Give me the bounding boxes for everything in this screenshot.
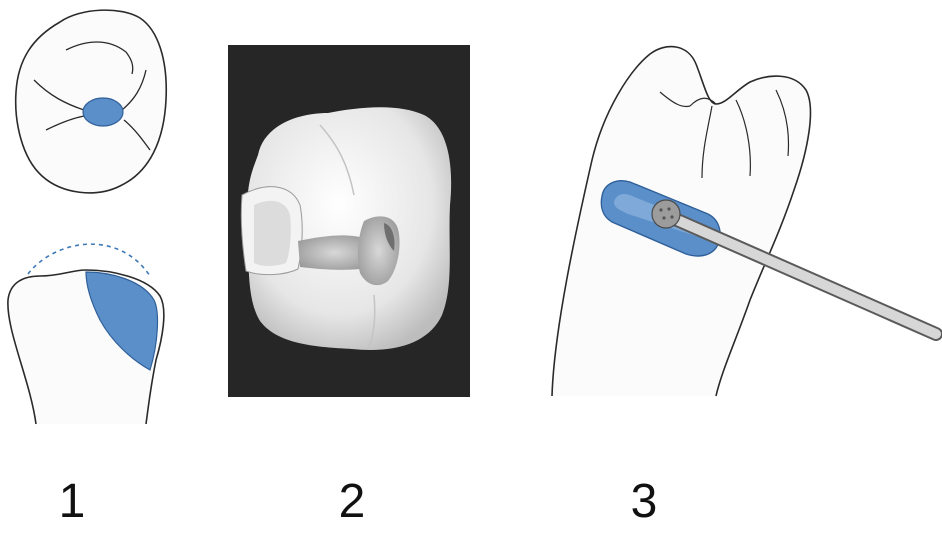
panel-2-tooth-photo xyxy=(228,45,470,397)
panel-3-svg xyxy=(540,0,942,450)
occlusal-cavity xyxy=(83,98,123,126)
proximal-box-wall xyxy=(254,201,291,266)
bur-texture xyxy=(659,208,662,211)
figure-label-2: 2 xyxy=(322,478,382,526)
figure-label-1: 1 xyxy=(42,478,102,526)
panel-1-svg xyxy=(0,0,200,450)
figure-label-3: 3 xyxy=(614,478,674,526)
panel-1-tooth-diagram xyxy=(0,0,200,450)
bur-texture xyxy=(667,207,670,210)
bur-texture xyxy=(662,216,665,219)
panel-3-bur-diagram xyxy=(540,0,942,450)
panel-2-svg xyxy=(228,45,470,397)
round-bur-head xyxy=(652,200,680,228)
bur-texture xyxy=(670,215,673,218)
